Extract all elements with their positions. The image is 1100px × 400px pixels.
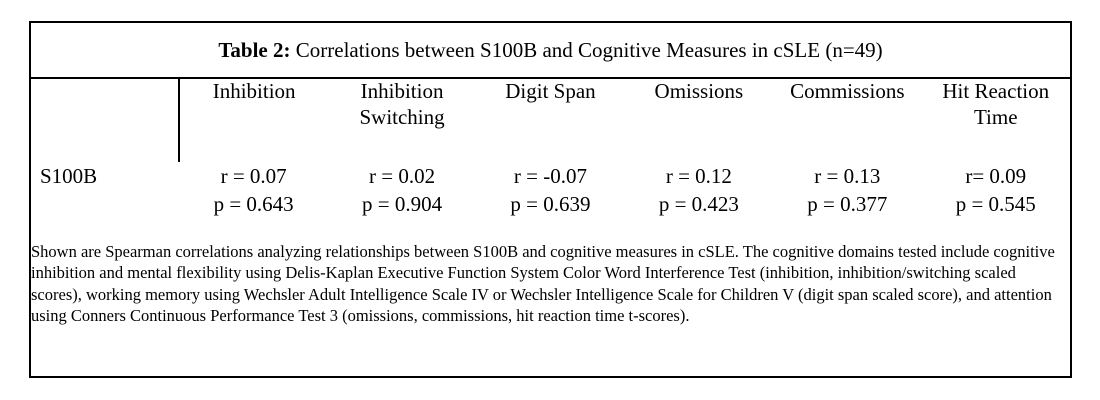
cell-p-value: p = 0.904: [362, 192, 443, 217]
column-header-inhibition: Inhibition: [179, 78, 328, 162]
cell-p-value: p = 0.545: [955, 192, 1036, 217]
column-header-digit-span: Digit Span: [476, 78, 625, 162]
cell-digit-span: r = -0.07 p = 0.639: [476, 162, 625, 241]
cell-commissions: r = 0.13 p = 0.377: [773, 162, 922, 241]
table-header-row: Inhibition Inhibition Switching Digit Sp…: [31, 78, 1070, 162]
column-header-hit-reaction-time: Hit Reaction Time: [921, 78, 1070, 162]
cell-inhibition: r = 0.07 p = 0.643: [179, 162, 328, 241]
cell-r-value: r = -0.07: [513, 164, 588, 188]
table-row: S100B r = 0.07 p = 0.643 r = 0.02 p = 0.…: [31, 162, 1070, 241]
cell-r-value: r = 0.12: [665, 164, 732, 188]
cell-r-value: r = 0.07: [220, 164, 287, 188]
cell-p-value: p = 0.643: [213, 192, 294, 217]
table-footnote-row: Shown are Spearman correlations analyzin…: [31, 241, 1070, 376]
cell-p-value: p = 0.423: [658, 192, 739, 217]
cell-r-value: r= 0.09: [965, 164, 1027, 188]
cell-inhibition-switching: r = 0.02 p = 0.904: [327, 162, 477, 241]
table-container: Table 2: Correlations between S100B and …: [29, 21, 1072, 378]
column-header-commissions: Commissions: [773, 78, 922, 162]
header-corner-cell: [31, 78, 181, 162]
column-header-inhibition-switching: Inhibition Switching: [327, 78, 477, 162]
cell-r-value: r = 0.13: [814, 164, 881, 188]
row-header-s100b: S100B: [31, 162, 180, 241]
cell-p-value: p = 0.639: [510, 192, 591, 217]
table-footnote: Shown are Spearman correlations analyzin…: [31, 241, 1070, 376]
cell-r-value: r = 0.02: [369, 164, 436, 188]
table-title-label: Table 2:: [218, 37, 291, 62]
cell-omissions: r = 0.12 p = 0.423: [624, 162, 774, 241]
table-title: Table 2: Correlations between S100B and …: [31, 23, 1070, 79]
cell-p-value: p = 0.377: [807, 192, 888, 217]
column-header-omissions: Omissions: [624, 78, 774, 162]
correlations-table: Table 2: Correlations between S100B and …: [31, 23, 1070, 376]
footnote-text: Shown are Spearman correlations analyzin…: [31, 242, 1055, 326]
cell-hit-reaction-time: r= 0.09 p = 0.545: [921, 162, 1070, 241]
table-title-row: Table 2: Correlations between S100B and …: [31, 23, 1070, 79]
table-title-text: Correlations between S100B and Cognitive…: [290, 37, 883, 62]
